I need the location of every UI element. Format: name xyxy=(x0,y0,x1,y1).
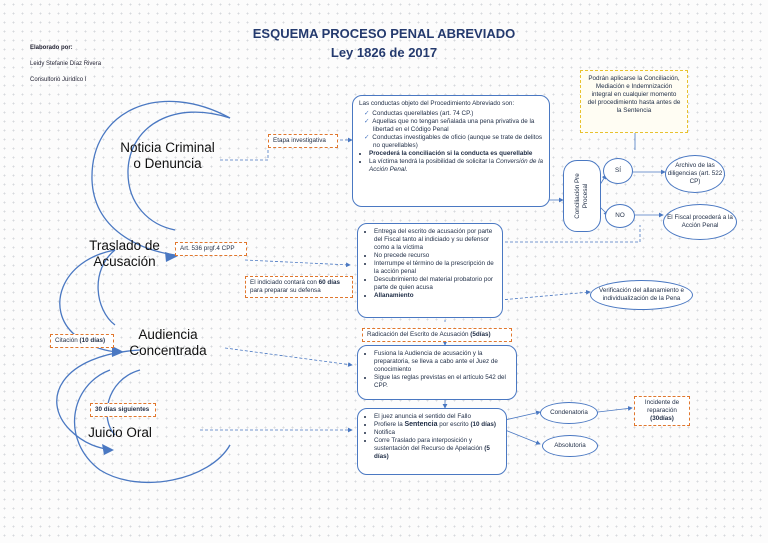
stage-traslado: Traslado de Acusación xyxy=(89,238,160,269)
traslado-item: Entrega del escrito de acusación por par… xyxy=(374,228,496,252)
traslado-box: Entrega del escrito de acusación por par… xyxy=(357,223,503,318)
option-no: NO xyxy=(605,204,635,228)
page-subtitle: Ley 1826 de 2017 xyxy=(330,45,438,60)
page-title: ESQUEMA PROCESO PENAL ABREVIADO xyxy=(252,26,516,41)
juicio-item: Corre Traslado para interposición y sust… xyxy=(374,437,500,461)
traslado-item: Descubrimiento del material probatorio p… xyxy=(374,276,496,292)
conducta-check: Aquellas que no tengan señalada una pena… xyxy=(372,118,543,134)
conversion-bullet: La víctima tendrá la posibilidad de soli… xyxy=(369,158,543,174)
conductas-box: Las conductas objeto del Procedimiento A… xyxy=(352,95,550,207)
condenatoria: Condenatoria xyxy=(540,402,598,424)
conciliacion-pre-procesal: Conciliación Pre Procesal xyxy=(563,160,601,232)
conducta-check: Conductas querellables (art. 74 CP.) xyxy=(372,110,543,118)
tag-citacion: Citación (10 días) xyxy=(50,334,114,348)
tag-radicacion: Radicación del Escrito de Acusación (5dí… xyxy=(362,328,512,342)
verificacion-allanamiento: Verificación del allanamiento e individu… xyxy=(590,280,693,310)
author-label: Elaborado por: xyxy=(30,45,73,51)
author-org: Consultorio Jurídico I xyxy=(30,77,87,83)
stage-arrow-1 xyxy=(91,100,231,256)
juicio-box: El juez anuncia el sentido del Fallo Pro… xyxy=(357,408,507,475)
tag-indiciado-60-dias: El indiciado contará con 60 días para pr… xyxy=(245,276,353,298)
audiencia-item: Fusiona la Audiencia de acusación y la p… xyxy=(374,350,510,374)
stage-arrow-3 xyxy=(56,349,141,451)
stage-arrow-2 xyxy=(59,249,121,353)
traslado-item: No precede recurso xyxy=(374,252,496,260)
stage-arrow-4 xyxy=(73,369,231,483)
stage-juicio: Juicio Oral xyxy=(88,425,152,440)
conducta-check: Conductas investigables de oficio (aunqu… xyxy=(372,134,543,150)
audiencia-box: Fusiona la Audiencia de acusación y la p… xyxy=(357,345,517,400)
traslado-item: Interrumpe el término de la prescripción… xyxy=(374,260,496,276)
conciliacion-bullet: Procederá la conciliación si la conducta… xyxy=(369,150,543,158)
audiencia-item: Sigue las reglas previstas en el artícul… xyxy=(374,374,510,390)
stage-audiencia: Audiencia Concentrada xyxy=(129,327,207,358)
fiscal-accion-penal: El Fiscal procederá a la Acción Penal xyxy=(663,204,737,240)
tag-etapa-investigativa: Etapa investigativa xyxy=(268,134,338,148)
archivo-diligencias: Archivo de las diligencias (art. 522 CP) xyxy=(665,155,725,193)
juicio-item: El juez anuncia el sentido del Fallo xyxy=(374,413,500,421)
note-conciliacion: Podrán aplicarse la Conciliación, Mediac… xyxy=(580,70,688,133)
juicio-item: Notifica xyxy=(374,429,500,437)
tag-30-dias: 30 días siguientes xyxy=(90,403,156,417)
tag-art-536: Art. 536 prgf.4 CPP xyxy=(175,242,247,256)
absolutoria: Absolutoria xyxy=(542,435,598,457)
stage-noticia: Noticia Criminal o Denuncia xyxy=(120,140,215,171)
author-name: Leidy Stefanie Díaz Rivera xyxy=(30,61,102,67)
juicio-item: Profiere la Sentencia por escrito (10 dí… xyxy=(374,421,500,429)
option-si: SÍ xyxy=(603,158,633,184)
conductas-header: Las conductas objeto del Procedimiento A… xyxy=(359,100,515,107)
traslado-item: Allanamiento xyxy=(374,292,496,300)
